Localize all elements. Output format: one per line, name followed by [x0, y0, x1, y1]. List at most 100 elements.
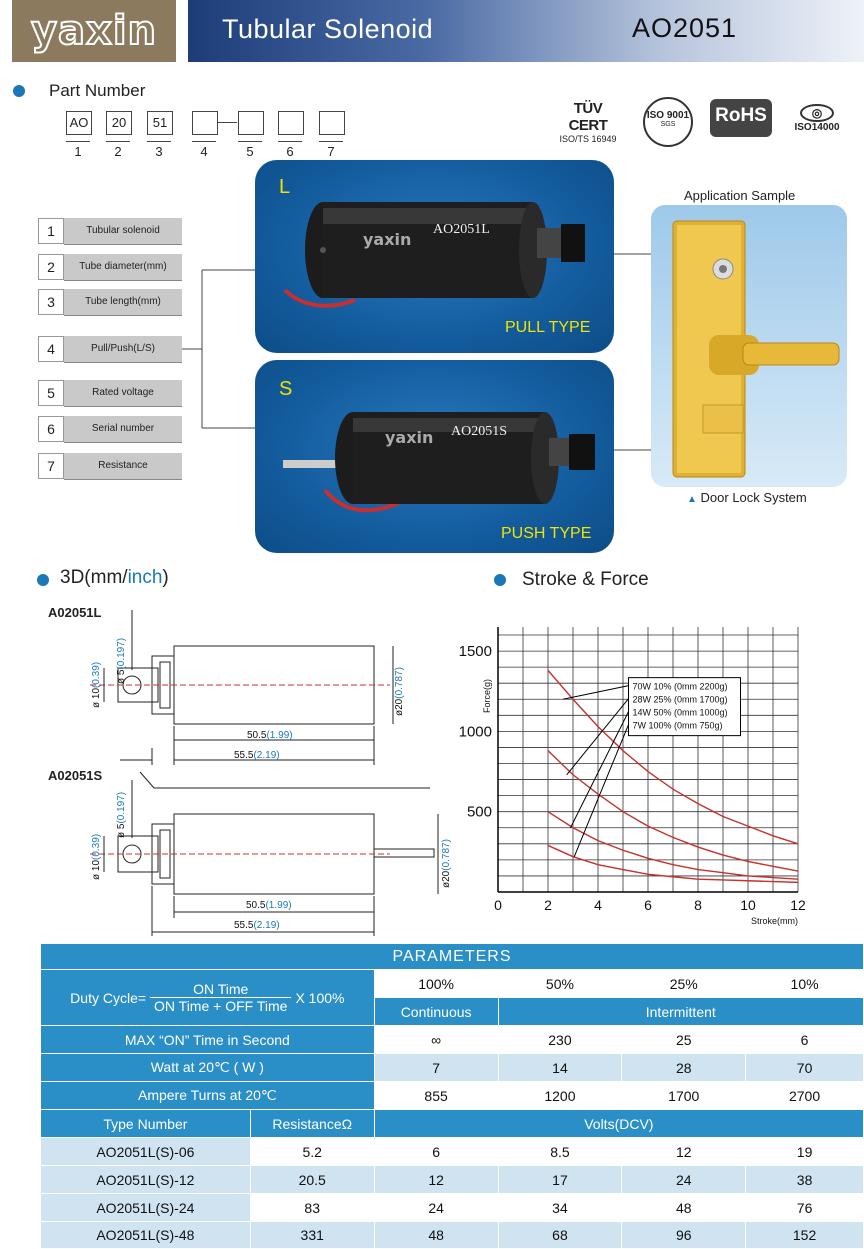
series-line: [547, 669, 799, 845]
product-label: AO2051S: [451, 424, 508, 439]
position-6: 6: [278, 141, 302, 159]
product-label: AO2051L: [433, 222, 490, 237]
volt-value: 17: [497, 1165, 623, 1194]
table-cell: 6: [745, 1025, 864, 1054]
volt-value: 68: [497, 1221, 623, 1249]
position-2: 2: [106, 141, 130, 159]
panel-letter: S: [279, 378, 293, 400]
intermittent-label: Intermittent: [497, 997, 864, 1026]
x-tick-label: 2: [544, 897, 552, 913]
resistance-header: ResistanceΩ: [249, 1109, 375, 1138]
y-tick-label: 500: [467, 804, 492, 821]
legend-leader: [573, 724, 629, 857]
part-box-5: [238, 111, 264, 135]
row-label: Ampere Turns at 20℃: [40, 1081, 375, 1110]
table-cell: 230: [497, 1025, 623, 1054]
legend-entry: 28W 25% (0mm 1700g): [633, 695, 728, 705]
product-brand: yaxin: [385, 428, 434, 447]
volt-value: 76: [745, 1193, 864, 1222]
table-cell: 70: [745, 1053, 864, 1082]
dimension-drawing: [90, 610, 439, 936]
legend-leader: [562, 685, 629, 700]
x-tick-label: 12: [790, 897, 806, 913]
volt-value: 12: [621, 1137, 747, 1166]
dim-d10-s: ø 10(0.39): [91, 833, 102, 880]
table-cell: 7: [373, 1053, 499, 1082]
x-tick-label: 8: [694, 897, 702, 913]
volt-value: 24: [373, 1193, 499, 1222]
legend-entry: 14W 50% (0mm 1000g): [633, 708, 728, 718]
panel-connector: [614, 253, 652, 451]
page-title: Tubular Solenoid: [222, 14, 434, 44]
volt-value: 19: [745, 1137, 864, 1166]
dim-d10-l: ø 10(0.39): [91, 661, 102, 708]
door-lock-image: [651, 205, 847, 487]
panel-type-label: PULL TYPE: [505, 319, 591, 336]
bullet-icon: [494, 574, 506, 586]
dim-d20-l: ø20(0.787): [394, 667, 405, 716]
part-box-4: [192, 111, 218, 135]
table-cell: ∞: [373, 1025, 499, 1054]
resistance-value: 83: [249, 1193, 375, 1222]
table-cell: 2700: [745, 1081, 864, 1110]
chart-title: Stroke & Force: [522, 569, 649, 590]
series-line: [547, 811, 799, 880]
position-5: 5: [238, 141, 262, 159]
row-label: Watt at 20℃ ( W ): [40, 1053, 375, 1082]
table-cell: 855: [373, 1081, 499, 1110]
duty-value: 100%: [373, 969, 499, 998]
legend-entry: 70W 10% (0mm 2200g): [633, 682, 728, 692]
legend-entry: 7W 100% (0mm 750g): [633, 721, 723, 731]
x-tick-label: 0: [494, 897, 502, 913]
rohs-logo: RoHS: [710, 99, 772, 137]
application-title: Application Sample: [684, 188, 796, 203]
volt-value: 12: [373, 1165, 499, 1194]
y-axis-label: Force(g): [482, 679, 492, 713]
table-cell: 14: [497, 1053, 623, 1082]
volt-value: 24: [621, 1165, 747, 1194]
type-number: AO2051L(S)-24: [40, 1193, 251, 1222]
series-line: [547, 844, 799, 884]
volt-value: 34: [497, 1193, 623, 1222]
bullet-icon: [13, 85, 25, 97]
push-type-panel: S yaxin AO2051S PUSH TYPE: [255, 360, 614, 553]
pull-solenoid-image: [283, 202, 585, 308]
type-number-header: Type Number: [40, 1109, 251, 1138]
parameters-title: PARAMETERS: [40, 943, 864, 970]
series-line: [547, 750, 799, 872]
triangle-up-icon: ▲: [687, 494, 697, 505]
part-box-1: AO: [66, 111, 92, 135]
dim-len2-s: 55.5(2.19): [234, 920, 280, 931]
volt-value: 96: [621, 1221, 747, 1249]
x-tick-label: 4: [594, 897, 602, 913]
row-label: MAX “ON” Time in Second: [40, 1025, 375, 1054]
y-tick-label: 1000: [459, 723, 492, 740]
tuv-cert-logo: TÜV CERT ISO/TS 16949: [559, 100, 617, 144]
position-1: 1: [66, 141, 90, 159]
x-tick-label: 10: [740, 897, 756, 913]
part-box-3: 51: [147, 111, 173, 135]
volts-header: Volts(DCV): [373, 1109, 864, 1138]
iso9001-logo: ISO 9001 SGS: [643, 97, 693, 147]
x-tick-label: 6: [644, 897, 652, 913]
push-solenoid-image: [283, 412, 595, 513]
legend-box: [628, 677, 741, 737]
legend-leader: [570, 711, 629, 828]
dim-len2-l: 55.5(2.19): [234, 750, 280, 761]
product-brand: yaxin: [363, 230, 412, 249]
volt-value: 48: [621, 1193, 747, 1222]
dim-d5-s: ø 5(0.197): [116, 791, 127, 838]
duty-cycle-formula: Duty Cycle= ON Time ON Time + OFF Time X…: [40, 969, 375, 1026]
brand-logo: yaxin: [12, 0, 176, 62]
duty-value: 50%: [497, 969, 623, 998]
volt-value: 48: [373, 1221, 499, 1249]
connector-lines: [182, 269, 256, 429]
part-box-2: 20: [106, 111, 132, 135]
legend-leader: [566, 698, 629, 776]
